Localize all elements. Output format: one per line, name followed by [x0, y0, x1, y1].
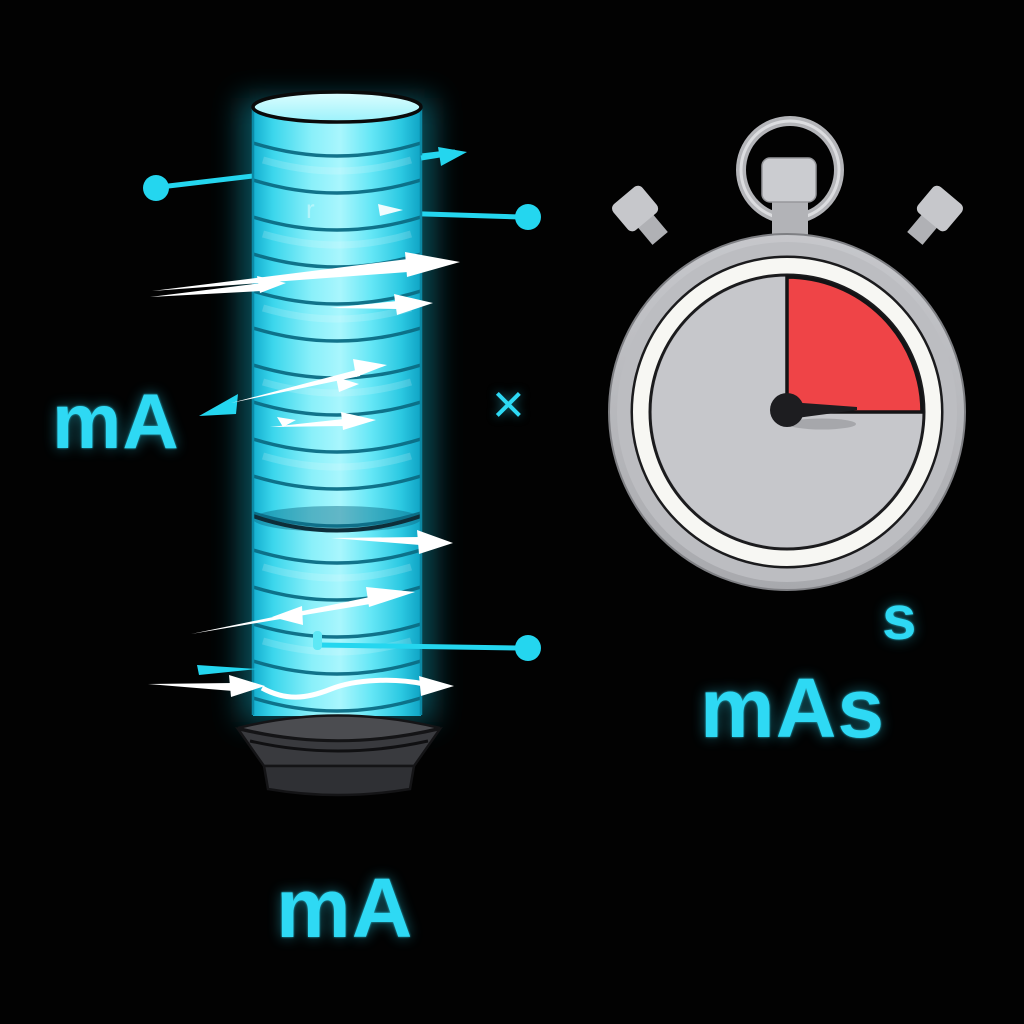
callout-dot-bottom-right — [515, 635, 541, 661]
callout-dot-top-right — [515, 204, 541, 230]
stopwatch-crown-stem — [772, 196, 808, 240]
coil-tube: r — [251, 90, 423, 716]
needle-shadow — [788, 418, 856, 430]
label-ma-bottom: mA — [276, 861, 414, 955]
stopwatch-right-button — [907, 185, 963, 245]
tube-top-cap — [251, 90, 423, 124]
times-sign: × — [492, 372, 526, 435]
stopwatch-needle — [789, 402, 857, 419]
stopwatch-crown — [761, 157, 817, 203]
cyan-callouts — [143, 147, 541, 675]
stopwatch-illustration — [608, 116, 966, 591]
tube-joint — [252, 506, 422, 533]
stopwatch-red-sector — [785, 275, 924, 414]
stopwatch-white-ring — [633, 258, 941, 566]
needle-hub — [770, 393, 804, 427]
tube-base-mount — [235, 714, 443, 797]
callout-dot-top-left — [143, 175, 169, 201]
current-arrows — [148, 204, 460, 700]
label-mas: mAs — [700, 661, 886, 755]
stopwatch-left-button — [612, 185, 668, 245]
cyan-arrowhead-left — [199, 394, 238, 416]
label-seconds: s — [882, 584, 918, 653]
label-ma-left: mA — [52, 377, 180, 465]
coil-lines — [252, 141, 422, 713]
glass-highlights — [262, 156, 412, 656]
faint-glyph: r — [306, 194, 315, 224]
